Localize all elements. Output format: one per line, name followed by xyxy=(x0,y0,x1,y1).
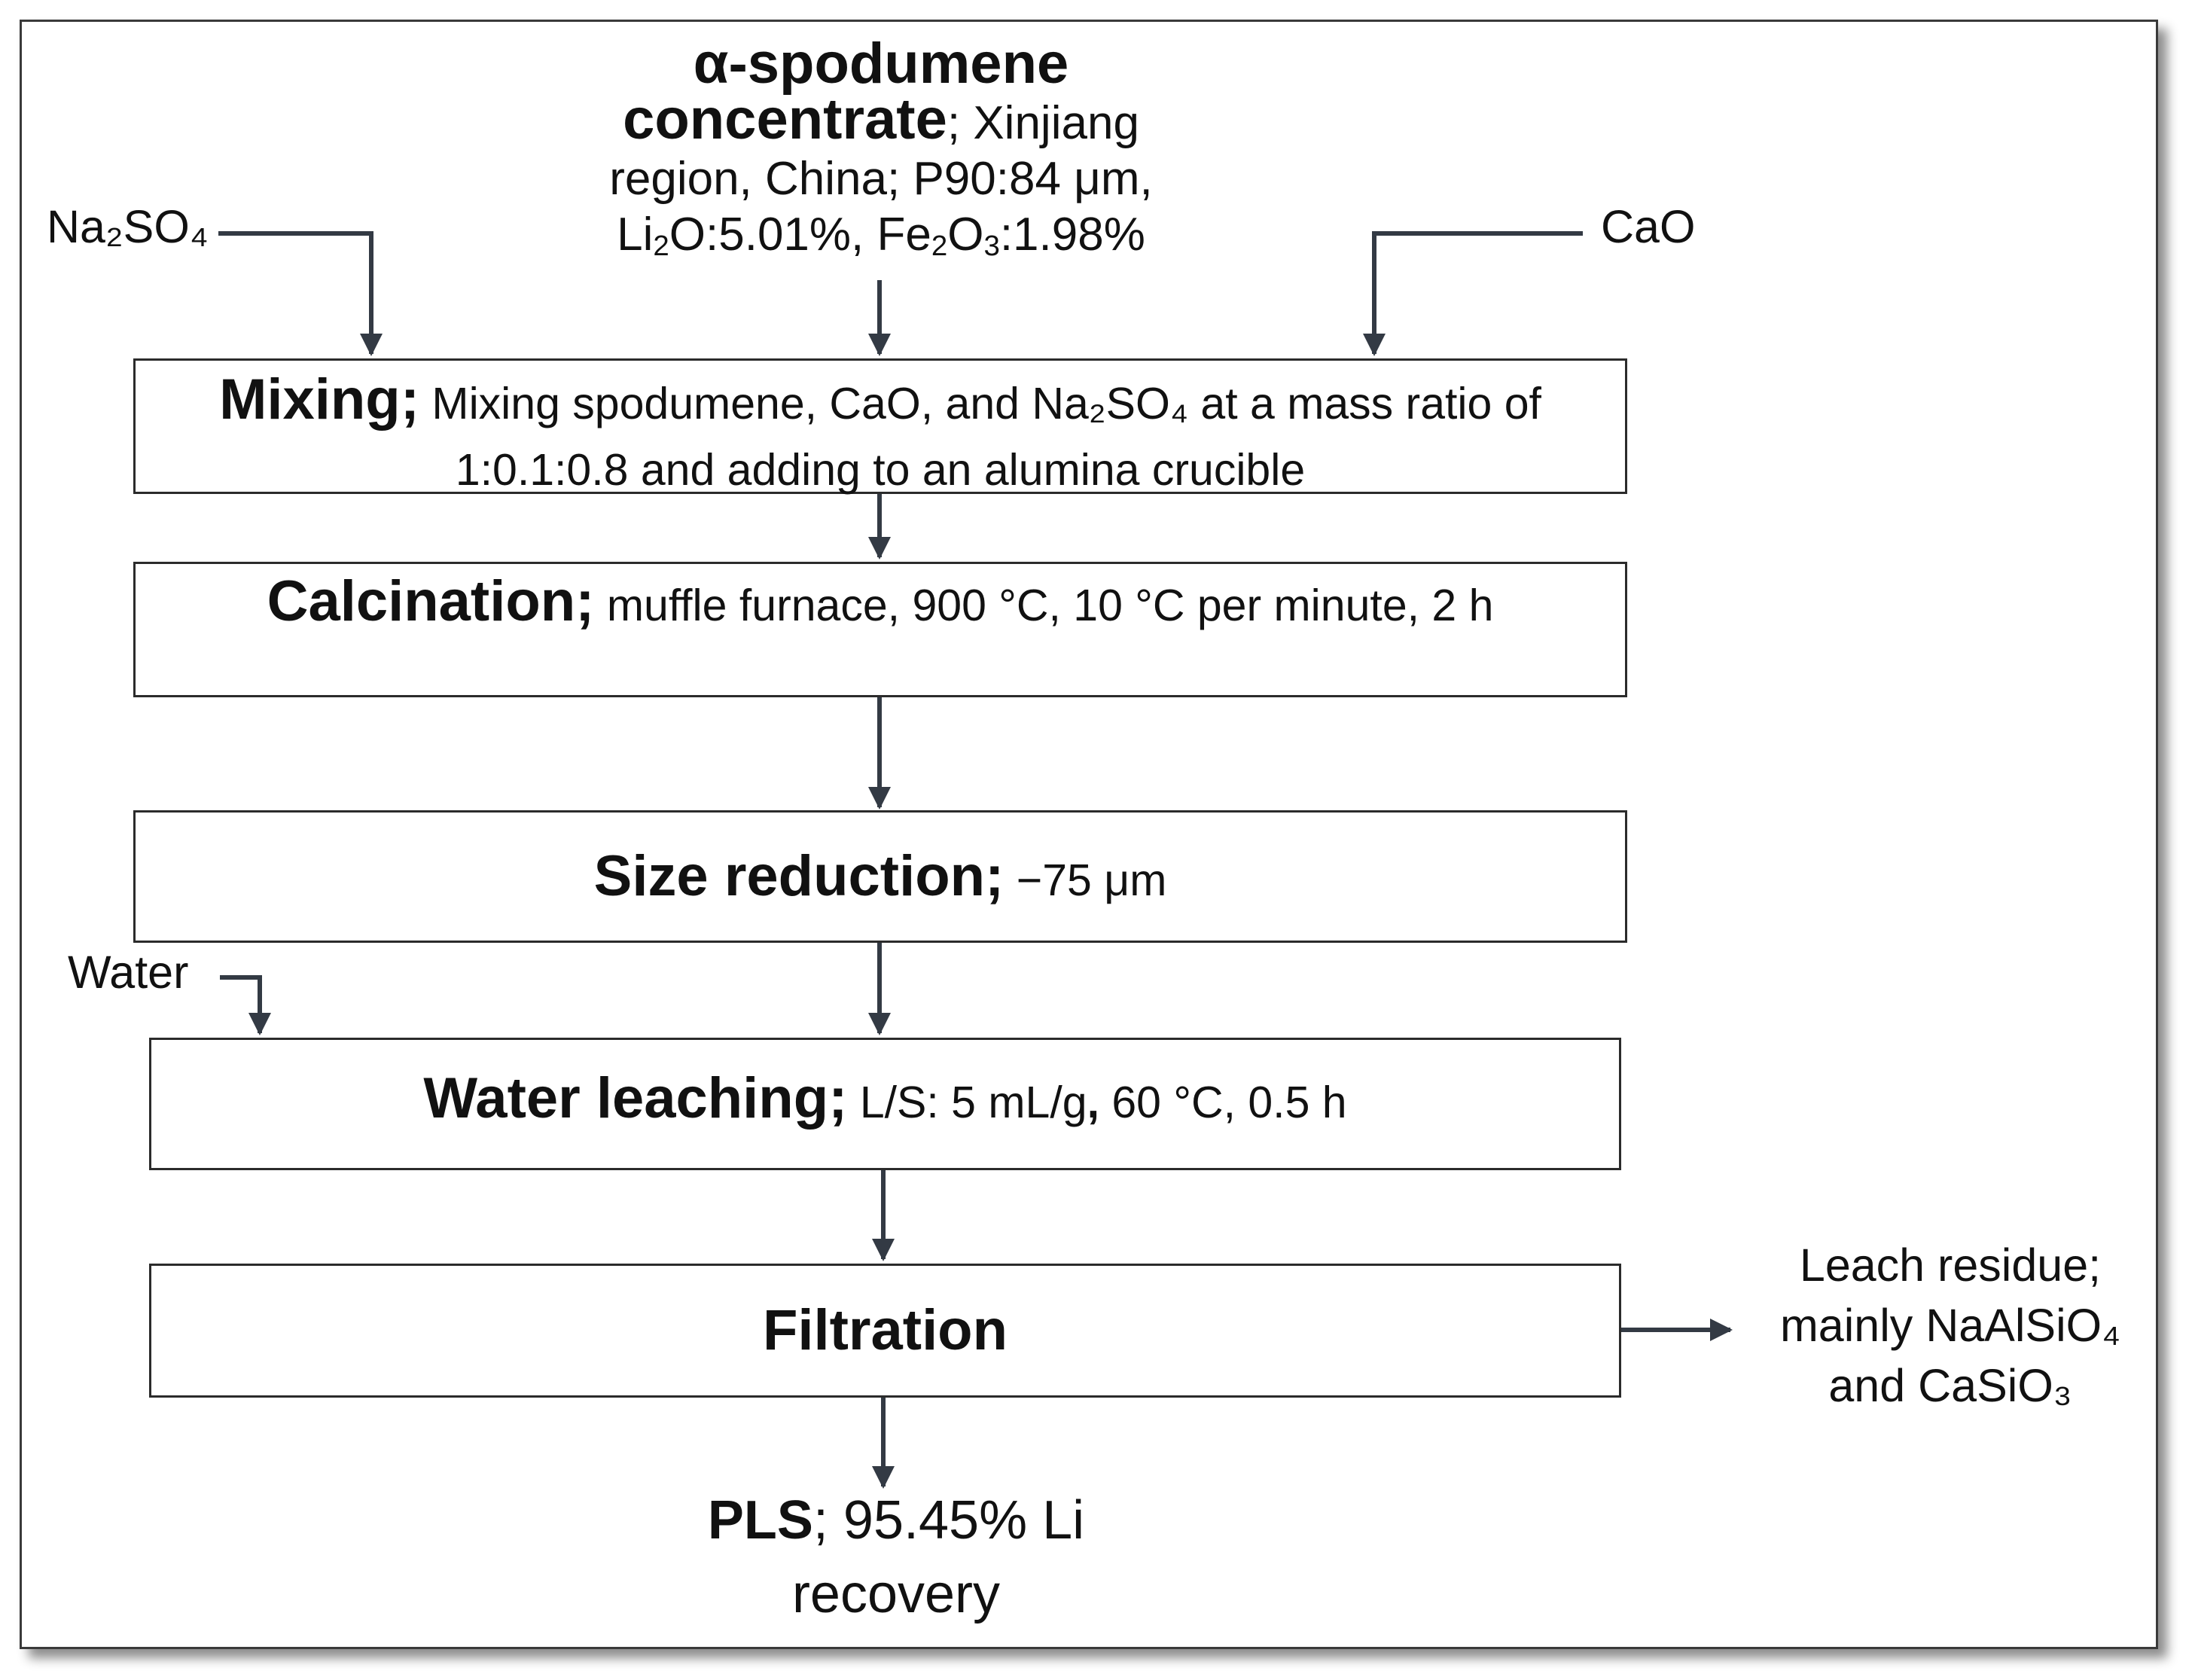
step-calcination: Calcination; muffle furnace, 900 °C, 10 … xyxy=(133,562,1627,697)
step-mixing: Mixing; Mixing spodumene, CaO, and Na₂SO… xyxy=(133,358,1627,494)
calcination-title: Calcination; xyxy=(267,569,595,633)
pls-title: PLS xyxy=(707,1490,813,1550)
size-reduction-detail: −75 μm xyxy=(1004,855,1167,905)
feed-region-size: region, China; P90:84 μm, xyxy=(609,153,1153,205)
calcination-detail: muffle furnace, 900 °C, 10 °C per minute… xyxy=(594,581,1494,630)
pls-recovery: ; 95.45% Li xyxy=(812,1490,1085,1550)
input-cao: CaO xyxy=(1601,201,1696,252)
filtration-title: Filtration xyxy=(762,1298,1008,1362)
arrow-na2so4-to-mixing xyxy=(218,231,383,356)
residue-line3: and CaSiO₃ xyxy=(1828,1360,2072,1411)
feed-origin: ; Xinjiang xyxy=(947,97,1139,149)
input-na2so4: Na₂SO₄ xyxy=(47,201,209,252)
feed-title-line2: concentrate xyxy=(623,87,947,151)
input-water: Water xyxy=(68,947,189,998)
feed-grade: Li2O:5.01%, Fe2O3:1.98% xyxy=(617,209,1145,262)
mixing-title: Mixing; xyxy=(219,367,420,431)
residue-line1: Leach residue; xyxy=(1799,1239,2102,1291)
water-leaching-detail-ls: L/S: 5 mL/g xyxy=(847,1078,1087,1127)
feed-title-line1: α-spodumene xyxy=(693,32,1069,96)
size-reduction-title: Size reduction; xyxy=(593,844,1005,908)
water-leaching-detail-conditions: 60 °C, 0.5 h xyxy=(1099,1078,1347,1127)
step-size-reduction: Size reduction; −75 μm xyxy=(133,810,1627,943)
arrow-water-to-leaching xyxy=(220,975,271,1035)
mixing-detail-line1: Mixing spodumene, CaO, and Na₂SO₄ at a m… xyxy=(419,379,1541,428)
feed-label: α-spodumene concentrate; Xinjiang region… xyxy=(527,32,1235,274)
output-leach-residue: Leach residue; mainly NaAlSiO₄ and CaSiO… xyxy=(1732,1235,2169,1416)
mixing-detail-line2: 1:0.1:0.8 and adding to an alumina cruci… xyxy=(455,445,1306,495)
water-leaching-title: Water leaching; xyxy=(423,1066,848,1130)
pls-line2: recovery xyxy=(791,1564,1001,1624)
step-water-leaching: Water leaching; L/S: 5 mL/g, 60 °C, 0.5 … xyxy=(149,1038,1621,1170)
residue-line2: mainly NaAlSiO₄ xyxy=(1779,1300,2121,1351)
step-filtration: Filtration xyxy=(149,1264,1621,1398)
arrow-cao-to-mixing xyxy=(1363,231,1583,356)
output-pls: PLS; 95.45% Li recovery xyxy=(595,1483,1197,1631)
